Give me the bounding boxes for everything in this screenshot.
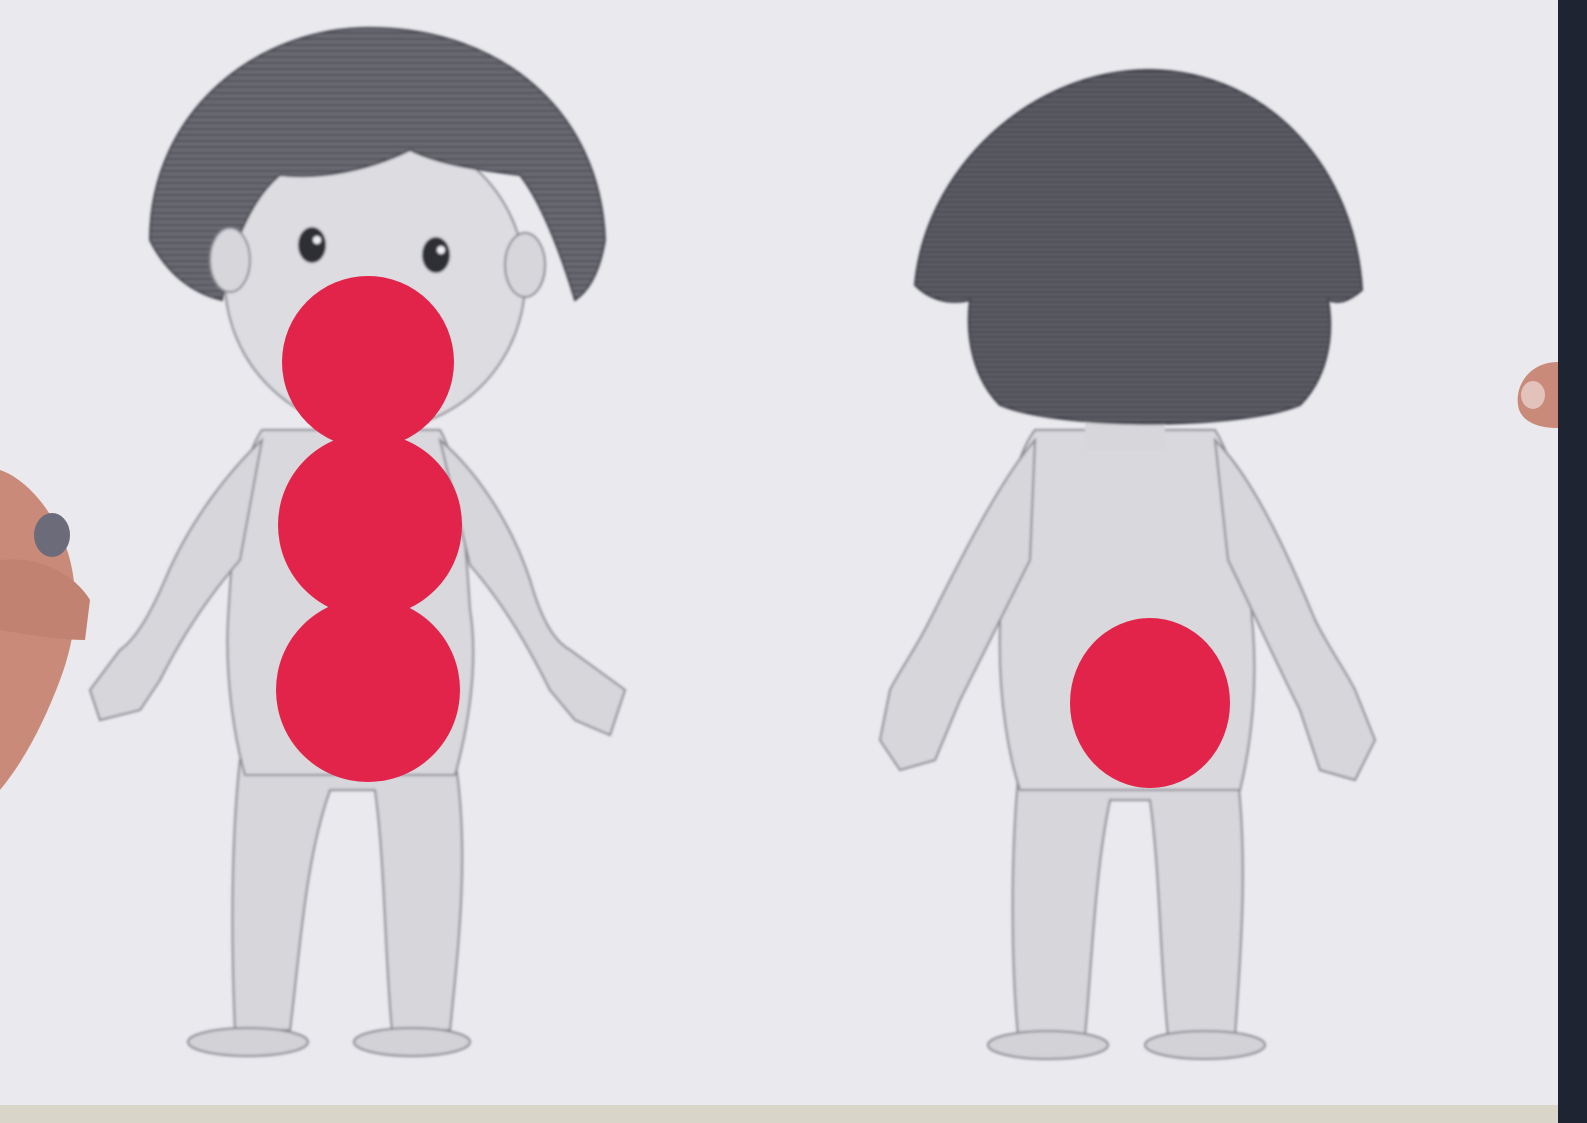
paper-bottom-edge [0, 1105, 1558, 1123]
red-dot-chest [278, 433, 462, 617]
left-thumb-nail [34, 513, 70, 557]
red-dot-mouth [282, 276, 454, 448]
front-right-ear [505, 233, 545, 297]
red-dot-genitals [276, 598, 460, 782]
front-right-foot [354, 1028, 470, 1056]
back-left-foot [988, 1031, 1108, 1059]
front-left-ear [210, 228, 250, 292]
red-dot-buttocks [1070, 618, 1230, 788]
front-left-eye [298, 227, 326, 263]
front-right-eye [422, 237, 450, 273]
back-right-foot [1145, 1031, 1265, 1059]
front-left-foot [188, 1028, 308, 1056]
